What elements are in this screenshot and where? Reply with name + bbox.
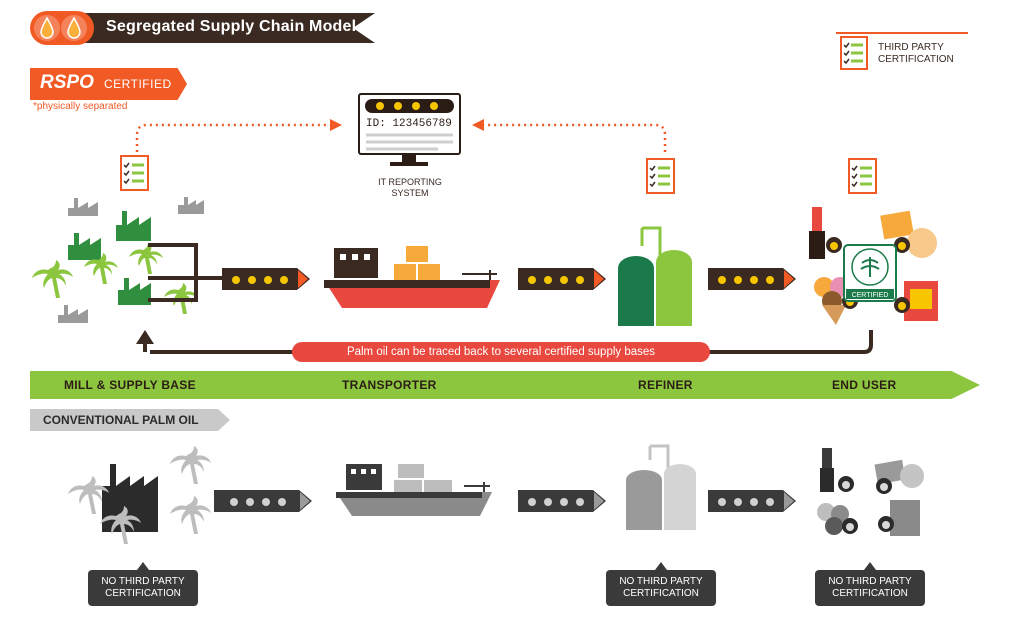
rspo-brand: RSPO xyxy=(40,72,94,93)
stage-label-mill: MILL & SUPPLY BASE xyxy=(64,378,196,392)
cargo-ship-grey-icon xyxy=(336,464,492,516)
drops-flow-arrow xyxy=(708,268,796,290)
end-user-products-grey-icon xyxy=(817,448,924,536)
stage-label-end-user: END USER xyxy=(832,378,897,392)
id-number: ID: 123456789 xyxy=(366,118,452,130)
trace-message: Palm oil can be traced back to several c… xyxy=(292,342,710,362)
refinery-tanks-icon xyxy=(618,226,692,326)
refinery-tanks-grey-icon xyxy=(626,444,696,530)
rspo-certified-banner: RSPO CERTIFIED xyxy=(30,68,187,100)
drops-flow-arrow-grey xyxy=(518,490,606,512)
stage-label-refiner: REFINER xyxy=(638,378,693,392)
drops-flow-arrow-grey xyxy=(214,490,312,512)
page-title: Segregated Supply Chain Model xyxy=(106,18,357,35)
seal-certified-text: CERTIFIED xyxy=(852,292,889,299)
stage-label-transporter: TRANSPORTER xyxy=(342,378,437,392)
it-reporting-label: IT REPORTING SYSTEM xyxy=(378,177,442,198)
rspo-certified-label: CERTIFIED xyxy=(104,77,172,91)
physically-separated-note: *physically separated xyxy=(33,101,128,112)
legend-third-party-text: THIRD PARTY CERTIFICATION xyxy=(878,42,954,65)
checklist-icon xyxy=(840,36,868,70)
no-cert-label-refiner: NO THIRD PARTY CERTIFICATION xyxy=(606,562,716,608)
drops-flow-arrow-grey xyxy=(708,490,796,512)
checklist-icon xyxy=(120,155,149,191)
legend-third-party: THIRD PARTY CERTIFICATION xyxy=(836,32,968,76)
checklist-icon xyxy=(646,158,675,194)
supply-chain-stage-bar: MILL & SUPPLY BASE TRANSPORTER REFINER E… xyxy=(30,371,992,399)
conventional-palm-oil-banner: CONVENTIONAL PALM OIL xyxy=(30,409,230,431)
drops-flow-arrow xyxy=(518,268,606,290)
certified-mill-plantation-icon xyxy=(32,197,228,323)
title-banner: Segregated Supply Chain Model xyxy=(30,11,375,45)
conventional-mill-plantation-icon xyxy=(68,446,211,544)
cargo-ship-icon xyxy=(324,246,500,308)
checklist-icon xyxy=(848,158,877,194)
no-cert-label-mill: NO THIRD PARTY CERTIFICATION xyxy=(88,562,198,608)
no-cert-label-end-user: NO THIRD PARTY CERTIFICATION xyxy=(815,562,925,608)
conventional-label: CONVENTIONAL PALM OIL xyxy=(43,413,199,427)
drops-flow-arrow xyxy=(222,268,310,290)
palm-oil-drops-icon xyxy=(30,11,94,45)
end-user-products-icon: CERTIFIED xyxy=(809,207,938,325)
it-reporting-monitor: ID: 123456789 xyxy=(358,93,461,168)
